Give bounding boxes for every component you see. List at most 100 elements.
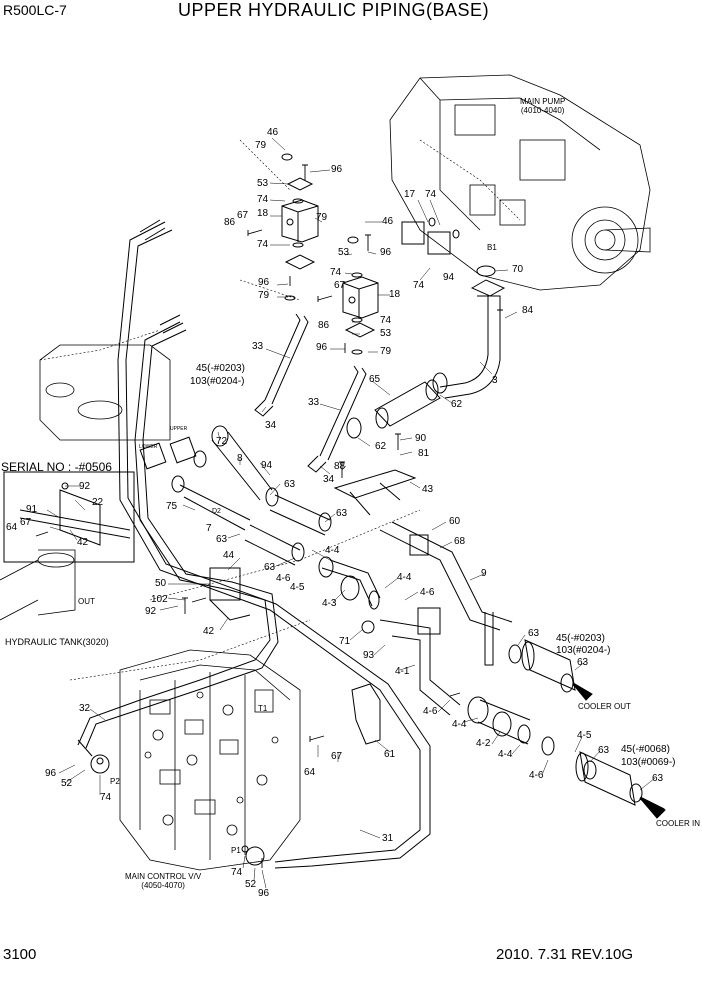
part-number-label: 92 bbox=[79, 481, 91, 492]
part-number-label: 74 bbox=[425, 189, 437, 200]
part-number-label: 4-5 bbox=[577, 730, 592, 741]
part-number-label: 4-4 bbox=[325, 545, 340, 556]
part-number-label: 4-6 bbox=[423, 706, 438, 717]
part-number-label: 68 bbox=[454, 536, 466, 547]
part-number-label: 63 bbox=[336, 508, 348, 519]
part-number-label: 45(-#0203) bbox=[196, 363, 245, 374]
part-number-label: 46 bbox=[267, 127, 279, 138]
part-number-label: 70 bbox=[512, 264, 524, 275]
part-number-label: 67 bbox=[334, 280, 346, 291]
part-number-label: 103(#0204-) bbox=[556, 645, 611, 656]
main-pump-caption-line: (4010-4040) bbox=[520, 106, 565, 115]
bolts bbox=[35, 164, 503, 868]
part-number-label: 18 bbox=[389, 289, 401, 300]
part-number-label: 74 bbox=[100, 792, 112, 803]
o-rings bbox=[96, 153, 496, 853]
part-number-label: 74 bbox=[330, 267, 342, 278]
part-number-label: 96 bbox=[45, 768, 57, 779]
part-number-label: 75 bbox=[166, 501, 178, 512]
part-number-label: 79 bbox=[258, 290, 270, 301]
part-number-label: 63 bbox=[577, 657, 589, 668]
part-number-label: 53 bbox=[380, 328, 392, 339]
part-number-label: 32 bbox=[79, 703, 91, 714]
part-number-label: 67 bbox=[331, 751, 343, 762]
main-pump-caption: MAIN PUMP (4010-4040) bbox=[520, 97, 565, 115]
part-number-label: 79 bbox=[316, 212, 328, 223]
part-number-label: 4-4 bbox=[498, 749, 513, 760]
pipe-8 bbox=[179, 425, 273, 531]
part-number-label: 63 bbox=[264, 562, 276, 573]
serial-note: SERIAL NO : -#0506 bbox=[1, 460, 112, 474]
part-number-label: 93 bbox=[363, 650, 375, 661]
part-number-label: 22 bbox=[92, 497, 104, 508]
hose-50 bbox=[77, 314, 279, 749]
part-number-label: 18 bbox=[257, 208, 269, 219]
part-number-label: 46 bbox=[382, 216, 394, 227]
pipe-4-assembly bbox=[318, 556, 555, 756]
part-number-label: 8 bbox=[237, 453, 243, 464]
port-plate-52 bbox=[77, 739, 265, 866]
tank-caption: HYDRAULIC TANK(3020) bbox=[5, 637, 109, 647]
part-number-label: 63 bbox=[652, 773, 664, 784]
part-number-label: 61 bbox=[384, 749, 396, 760]
part-number-label: 96 bbox=[316, 342, 328, 353]
fitting-65 bbox=[374, 379, 441, 429]
flanges bbox=[284, 177, 451, 338]
page-number: 3100 bbox=[3, 946, 37, 963]
d2-port-caption: D2 bbox=[212, 508, 221, 515]
pipe-9 bbox=[379, 521, 513, 666]
mcv-caption-line: (4050-4070) bbox=[141, 881, 185, 890]
part-number-label: 62 bbox=[375, 441, 387, 452]
b1-port-caption: B1 bbox=[487, 243, 497, 252]
part-number-label: 4-4 bbox=[452, 719, 467, 730]
part-number-label: 31 bbox=[382, 833, 394, 844]
part-number-label: 63 bbox=[598, 745, 610, 756]
part-number-label: 4-3 bbox=[322, 598, 337, 609]
part-number-label: 4-2 bbox=[476, 738, 491, 749]
part-number-label: 42 bbox=[77, 537, 89, 548]
part-number-label: 65 bbox=[369, 374, 381, 385]
part-number-label: 50 bbox=[155, 578, 167, 589]
hoses-lower-port bbox=[244, 494, 331, 566]
part-number-label: 42 bbox=[203, 626, 215, 637]
port-plates bbox=[139, 436, 197, 470]
part-number-label: 34 bbox=[265, 420, 277, 431]
part-number-label: 103(#0069-) bbox=[621, 757, 676, 768]
hydraulic-tank bbox=[0, 344, 171, 621]
main-pump bbox=[389, 74, 651, 291]
hose-31-long bbox=[117, 219, 431, 869]
lower-port-caption: LOWER bbox=[139, 444, 158, 450]
part-number-label: 96 bbox=[331, 164, 343, 175]
part-number-label: 60 bbox=[449, 516, 461, 527]
part-number-label: 103(#0204-) bbox=[190, 376, 245, 387]
part-number-label: 64 bbox=[6, 522, 18, 533]
t1-port-caption: T1 bbox=[258, 704, 268, 713]
part-number-label: 81 bbox=[418, 448, 430, 459]
part-number-label: 79 bbox=[380, 346, 392, 357]
part-number-label: 71 bbox=[339, 636, 351, 647]
pipe-3 bbox=[439, 279, 506, 399]
part-number-label: 96 bbox=[258, 277, 270, 288]
bracket-61 bbox=[351, 683, 381, 745]
part-number-label: 34 bbox=[323, 474, 335, 485]
mcv-caption: MAIN CONTROL V/V (4050-4070) bbox=[125, 872, 201, 890]
p2-port-caption: P2 bbox=[110, 777, 120, 786]
arrows bbox=[572, 682, 666, 819]
part-number-label: 92 bbox=[145, 606, 157, 617]
cooler-in-caption: COOLER IN bbox=[656, 819, 701, 828]
cooler-in-tube bbox=[575, 751, 636, 806]
p1-port-caption: P1 bbox=[231, 846, 241, 855]
part-number-label: 79 bbox=[255, 140, 267, 151]
upper-port-caption: UPPER bbox=[170, 426, 188, 432]
part-number-label: 94 bbox=[261, 460, 273, 471]
part-number-label: 94 bbox=[443, 272, 455, 283]
part-number-label: 72 bbox=[216, 436, 228, 447]
part-number-label: 4-5 bbox=[290, 582, 305, 593]
part-number-label: 96 bbox=[380, 247, 392, 258]
part-number-label: 44 bbox=[223, 550, 235, 561]
part-number-label: 4-4 bbox=[397, 572, 412, 583]
cooler-out-tube bbox=[521, 639, 576, 691]
part-number-label: 88 bbox=[334, 461, 346, 472]
main-control-valve bbox=[119, 649, 301, 871]
cooler-out-caption: COOLER OUT bbox=[578, 702, 631, 711]
